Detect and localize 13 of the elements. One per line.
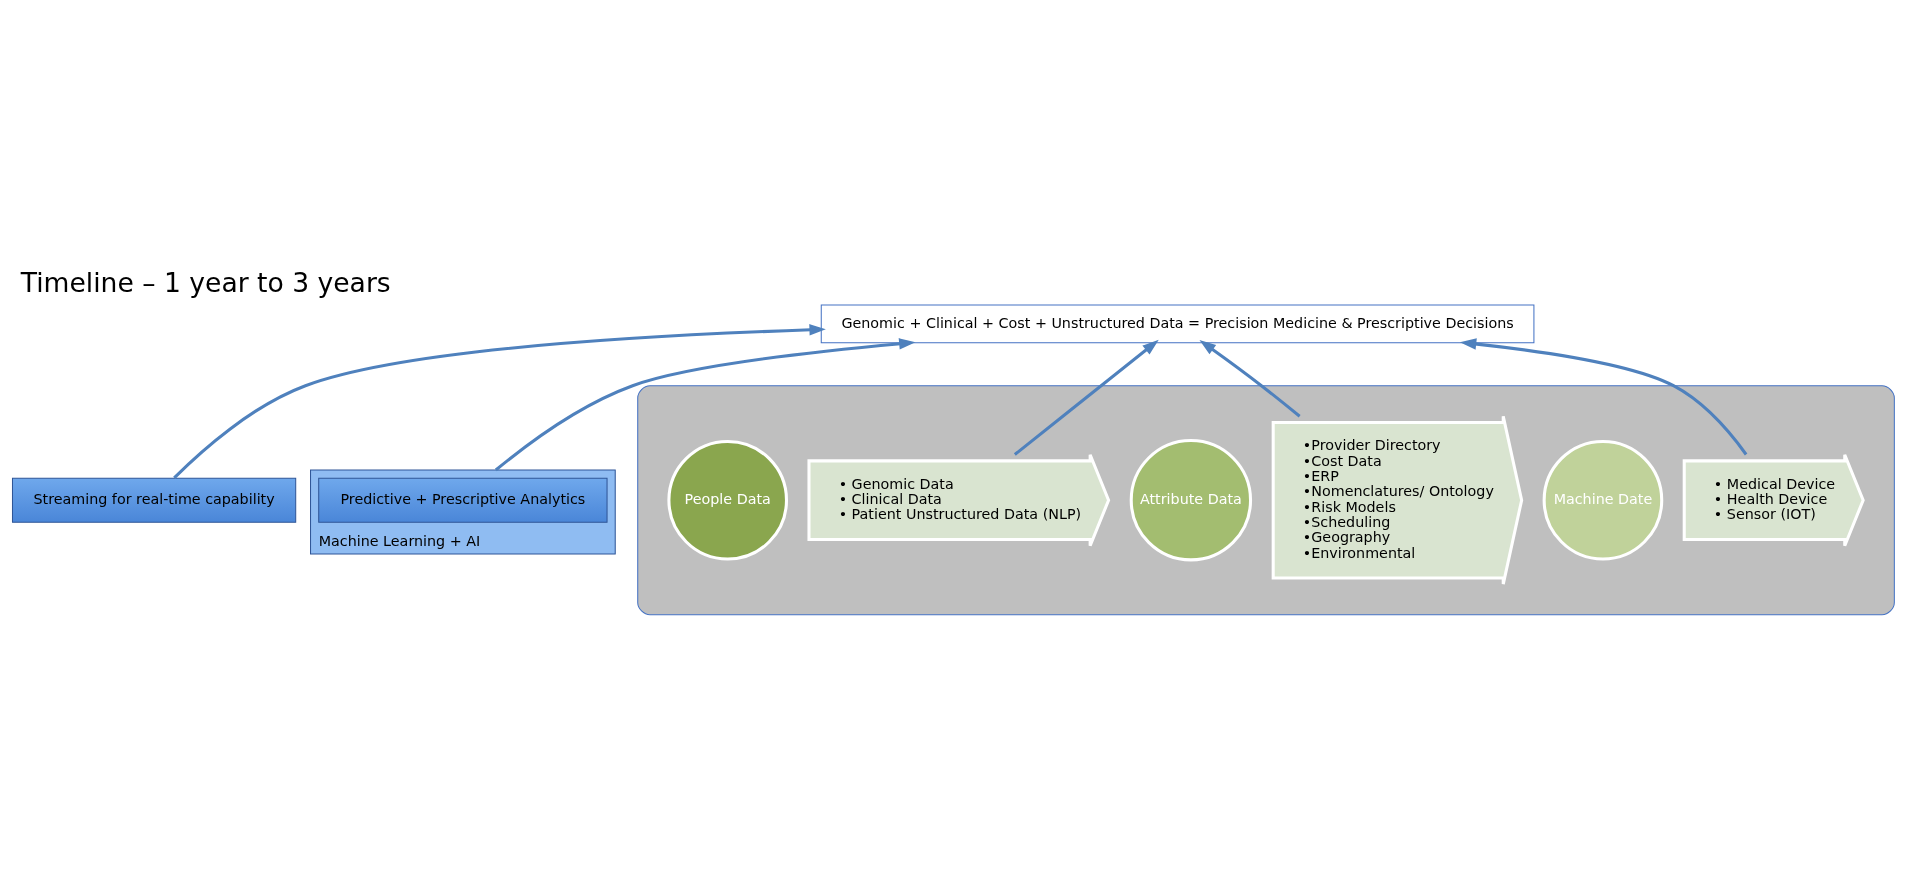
arrow xyxy=(1199,340,1301,418)
arrow xyxy=(173,324,826,479)
node-box: Streaming for real-time capability xyxy=(11,477,297,523)
node-circle: People Data xyxy=(667,439,789,561)
cluster xyxy=(637,385,1895,616)
node-box: Genomic + Clinical + Cost + Unstructured Data = Precision Medicine & Prescriptive Decisions xyxy=(820,304,1535,344)
node-circle: Machine Date xyxy=(1542,439,1664,561)
arrow xyxy=(494,338,916,472)
diagram-title: Timeline – 1 year to 3 years xyxy=(20,267,391,299)
node-box: Predictive + Prescriptive Analytics xyxy=(318,477,608,523)
node-circle: Attribute Data xyxy=(1129,439,1253,562)
arrow xyxy=(1013,339,1159,456)
arrow xyxy=(1459,338,1748,456)
